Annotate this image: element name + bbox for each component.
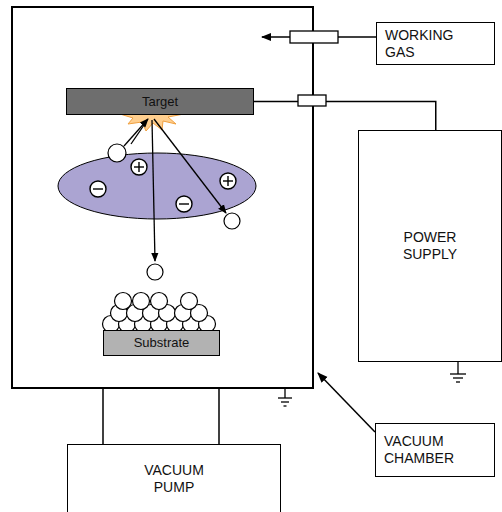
ground-symbol [278, 389, 292, 406]
charge-signs [90, 159, 236, 212]
ground-symbol [450, 362, 466, 382]
node-label: Target [142, 94, 178, 110]
ion [108, 144, 126, 162]
atom [147, 264, 163, 280]
gas-box: WORKING GAS [376, 22, 495, 65]
power-supply-box: POWER SUPPLY [358, 130, 502, 362]
node-label: VACUUM CHAMBER [384, 433, 474, 467]
film-atoms [103, 293, 216, 333]
gas-feedthrough [290, 31, 338, 43]
substrate-plate: Substrate [103, 330, 220, 356]
callout-box: VACUUM CHAMBER [375, 423, 495, 477]
pump-box: VACUUM PUMP [67, 444, 281, 512]
wire [254, 102, 436, 131]
node-label: WORKING GAS [385, 27, 465, 61]
ion-path [124, 119, 148, 146]
plasma [58, 153, 256, 219]
node-label: POWER SUPPLY [394, 229, 466, 263]
atom-path [152, 120, 155, 261]
node-label: VACUUM PUMP [134, 462, 214, 496]
atom-path [131, 125, 144, 144]
callout-arrow [318, 373, 375, 432]
vacuum-chamber [12, 7, 313, 388]
pump-pipe [102, 389, 104, 445]
wire-feedthrough [298, 95, 326, 106]
target-plate: Target [66, 88, 254, 115]
pump-pipe [218, 389, 220, 445]
atom-path [154, 119, 226, 213]
node-label: Substrate [134, 335, 190, 351]
atom [224, 213, 240, 229]
